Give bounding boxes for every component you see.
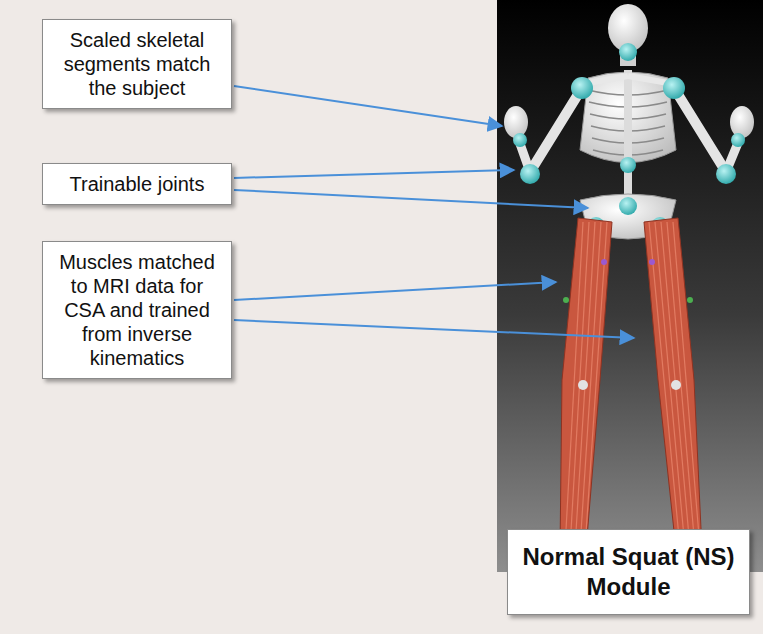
callout-text: Trainable joints [70, 172, 205, 196]
leader-arrows [234, 86, 634, 338]
callout-text: Muscles matched to MRI data for CSA and … [53, 250, 221, 370]
callout-box: Muscles matched to MRI data for CSA and … [42, 241, 232, 379]
module-title: Normal Squat (NS) Module [520, 542, 737, 602]
module-title-box: Normal Squat (NS) Module [507, 529, 750, 615]
leg-muscles [556, 218, 706, 564]
skeleton [504, 4, 754, 239]
render-panel [497, 0, 763, 572]
callout-box: Scaled skeletal segments match the subje… [42, 19, 232, 109]
callout-text: Scaled skeletal segments match the subje… [53, 28, 221, 100]
callout-box: Trainable joints [42, 163, 232, 205]
